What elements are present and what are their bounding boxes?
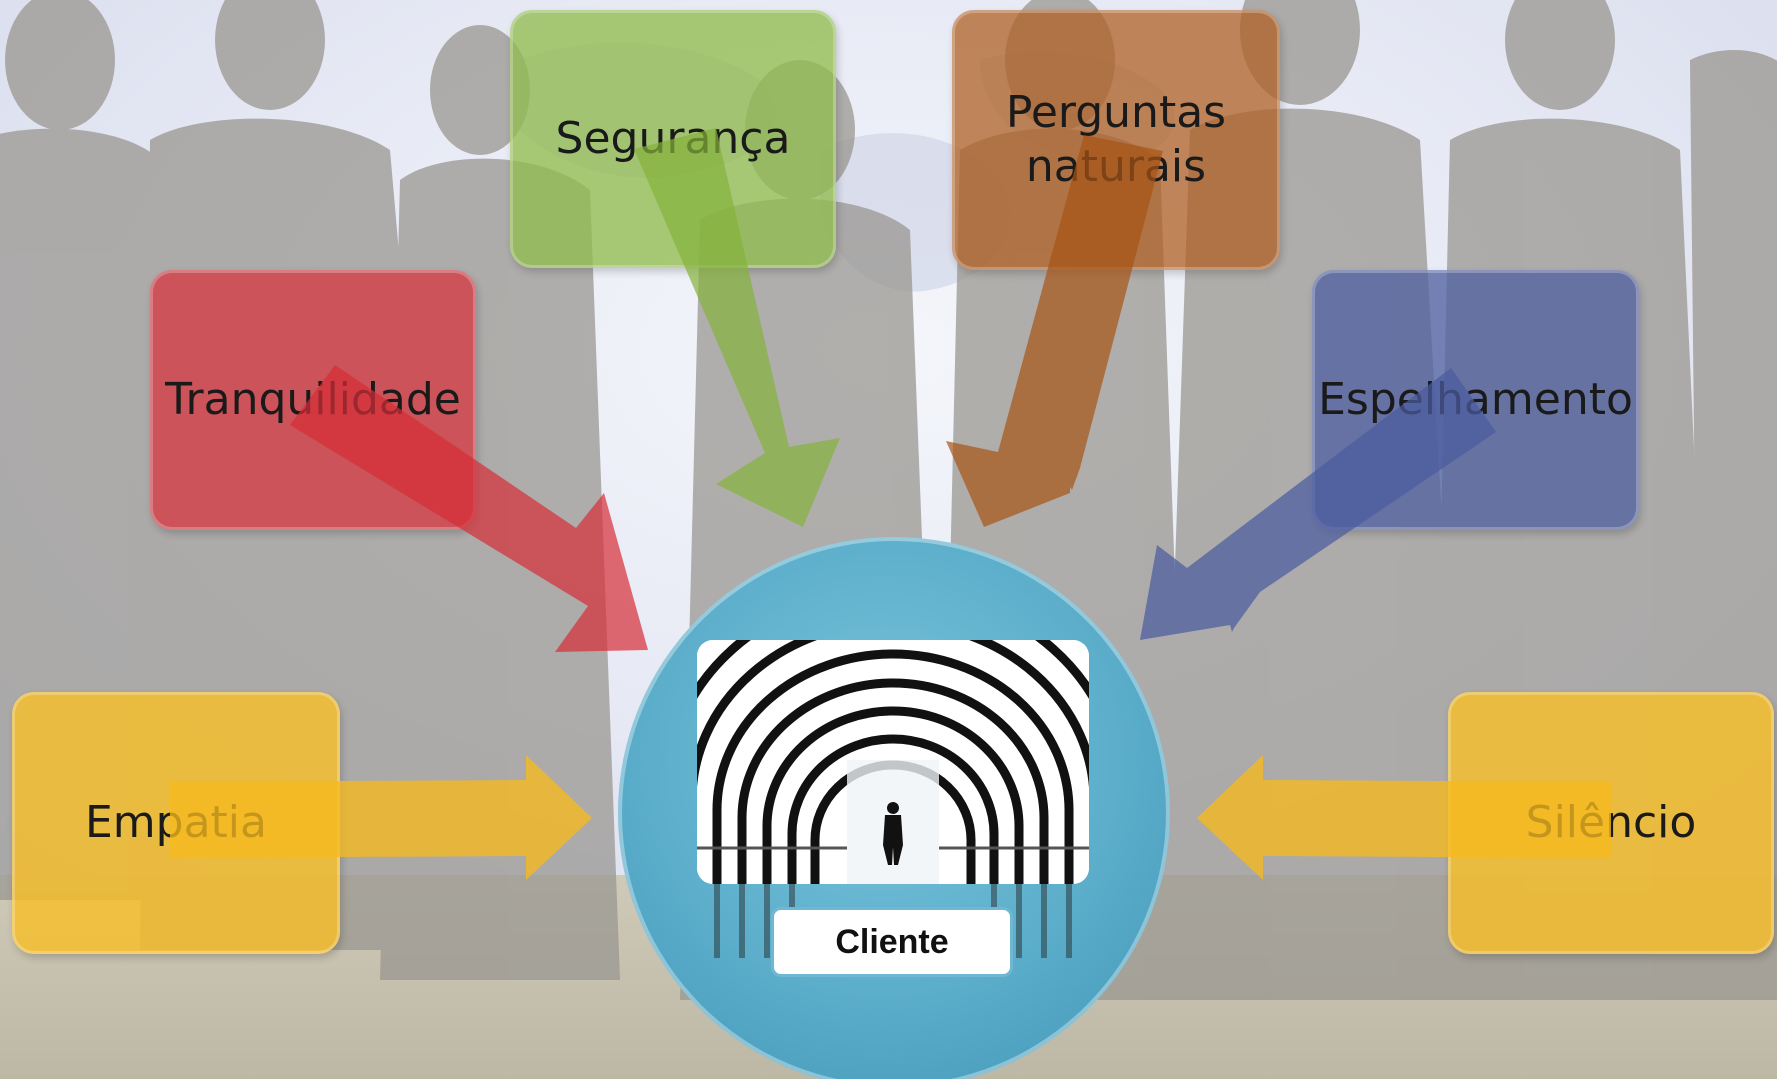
tunnel-photo xyxy=(697,640,1089,884)
center-label-text: Cliente xyxy=(835,922,949,961)
arrow-empatia xyxy=(170,755,592,880)
arrow-silencio xyxy=(1197,755,1611,880)
tunnel-image xyxy=(697,640,1089,884)
walking-man xyxy=(883,802,903,865)
arrow-espelhamento xyxy=(1140,368,1496,640)
tunnel-arches xyxy=(697,640,1089,884)
center-label: Cliente xyxy=(771,907,1013,977)
arrow-tranquilidade xyxy=(290,365,648,652)
node-seguranca: Segurança xyxy=(510,10,836,268)
arrow-perguntas-naturais xyxy=(946,135,1163,527)
arrow-seguranca xyxy=(634,128,840,527)
